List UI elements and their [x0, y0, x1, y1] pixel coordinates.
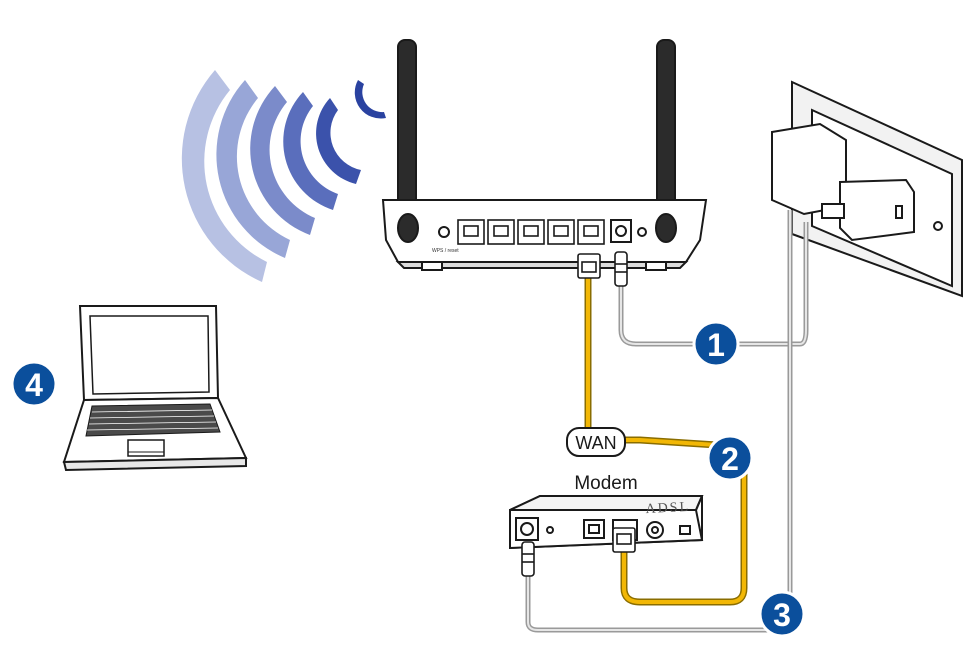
wifi-signal-icon [181, 70, 386, 282]
laptop-touchpad [127, 439, 165, 457]
wall-outlet [771, 80, 963, 298]
svg-text:2: 2 [721, 441, 739, 477]
svg-text:1: 1 [707, 327, 725, 363]
router-reset-button [438, 226, 450, 238]
wan-label: WAN [566, 427, 626, 457]
svg-text:3: 3 [773, 597, 791, 633]
modem-power-cable [525, 210, 793, 633]
router-power-plug [614, 251, 628, 287]
laptop [62, 305, 248, 472]
step-badge-3: 3 [758, 590, 806, 638]
modem-ethernet-plug [612, 527, 636, 553]
svg-text:4: 4 [25, 367, 43, 403]
router [381, 39, 708, 271]
modem-label: Modem [574, 473, 637, 494]
modem-power-plug [521, 541, 535, 577]
svg-text:WAN: WAN [575, 433, 616, 453]
modem-adsl-label: ADSL [645, 500, 690, 517]
modem [509, 495, 704, 550]
router-ports [457, 219, 605, 245]
step-badge-1: 1 [692, 320, 740, 368]
modem-button [546, 526, 554, 534]
step-badge-4: 4 [10, 360, 58, 408]
laptop-keyboard [85, 403, 221, 437]
step-badge-2: 2 [706, 434, 754, 482]
router-wps-reset-label: WPS / reset [432, 248, 459, 254]
router-power-button [637, 227, 647, 237]
router-wan-plug [577, 253, 601, 279]
